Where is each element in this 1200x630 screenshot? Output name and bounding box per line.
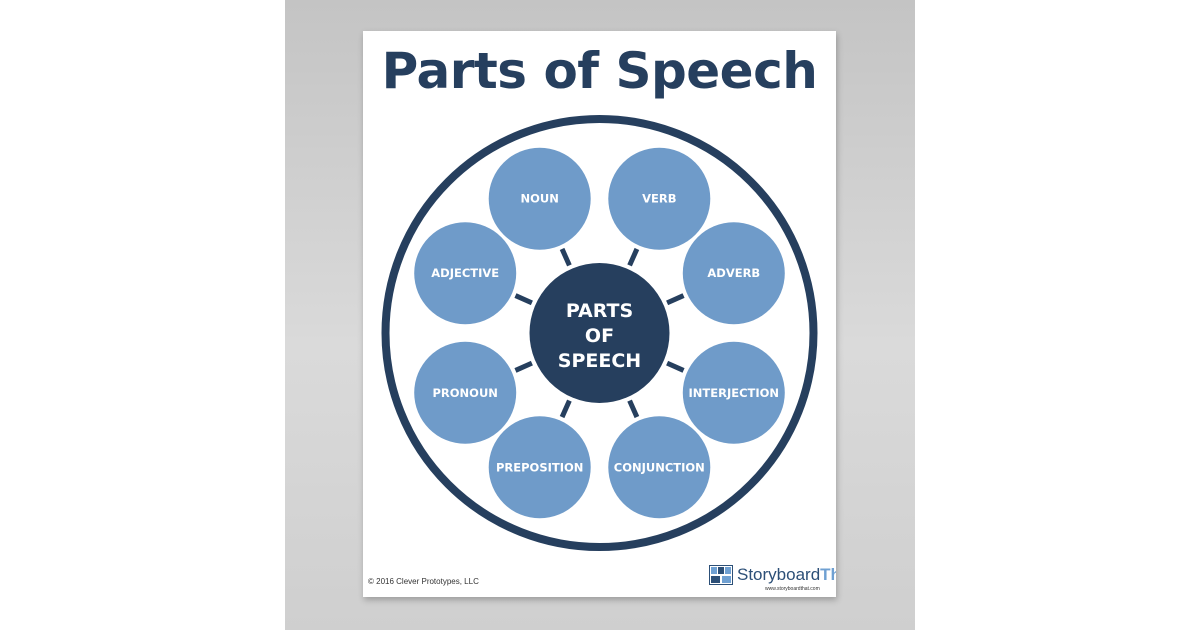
node-label-preposition: PREPOSITION <box>496 460 583 474</box>
node-label-noun: NOUN <box>521 192 559 206</box>
node-adverb: ADVERB <box>682 222 785 325</box>
logo-url: www.storyboardthat.com <box>765 586 820 592</box>
connector-noun <box>559 247 572 267</box>
node-circle-noun <box>488 147 591 250</box>
nodes: NOUN VERB ADVERB INTERJECTION CONJUNCTION PRE… <box>414 147 785 519</box>
node-circle-pronoun <box>414 341 517 444</box>
logo-wordmark: StoryboardThat <box>737 564 836 586</box>
center-node: PARTS OF SPEECH <box>529 263 670 403</box>
node-adjective: ADJECTIVE <box>414 222 517 325</box>
node-noun: NOUN <box>488 147 591 250</box>
parts-of-speech-diagram: NOUN VERB ADVERB INTERJECTION CONJUNCTION PRE… <box>381 115 818 551</box>
node-preposition: PREPOSITION <box>488 416 591 519</box>
node-label-interjection: INTERJECTION <box>689 386 780 400</box>
connector-conjunction <box>627 399 640 419</box>
node-circle-adverb <box>682 222 785 325</box>
node-label-adjective: ADJECTIVE <box>431 266 499 280</box>
connector-verb <box>627 247 640 267</box>
node-label-conjunction: CONJUNCTION <box>614 460 705 474</box>
connectors <box>514 247 685 419</box>
node-pronoun: PRONOUN <box>414 341 517 444</box>
logo-word-storyboard: Storyboard <box>737 565 821 584</box>
node-label-verb: VERB <box>642 192 676 206</box>
center-label-line-3: SPEECH <box>558 350 641 372</box>
node-label-pronoun: PRONOUN <box>432 386 497 400</box>
connector-interjection <box>666 360 685 373</box>
node-label-adverb: ADVERB <box>707 266 760 280</box>
storyboard-logo-icon <box>709 565 733 585</box>
node-interjection: INTERJECTION <box>682 341 785 444</box>
poster: Parts of Speech NOUN VERB ADVERB INTERJECTI… <box>363 31 836 597</box>
node-conjunction: CONJUNCTION <box>608 416 711 519</box>
center-label-line-2: OF <box>585 325 614 347</box>
node-verb: VERB <box>608 147 711 250</box>
connector-pronoun <box>514 360 533 373</box>
node-circle-interjection <box>682 341 785 444</box>
center-circle <box>529 263 670 403</box>
poster-title: Parts of Speech <box>381 42 818 100</box>
connector-adverb <box>666 293 685 306</box>
node-circle-conjunction <box>608 416 711 519</box>
connector-adjective <box>514 293 533 306</box>
storyboardthat-logo: StoryboardThat www.storyboardthat.com <box>709 564 836 594</box>
center-label-line-1: PARTS <box>566 300 633 322</box>
connector-preposition <box>559 399 572 419</box>
node-circle-verb <box>608 147 711 250</box>
copyright-notice: © 2016 Clever Prototypes, LLC <box>368 577 479 586</box>
node-circle-adjective <box>414 222 517 325</box>
node-circle-preposition <box>488 416 591 519</box>
logo-word-that: That <box>820 565 836 584</box>
outer-ring <box>381 115 818 551</box>
